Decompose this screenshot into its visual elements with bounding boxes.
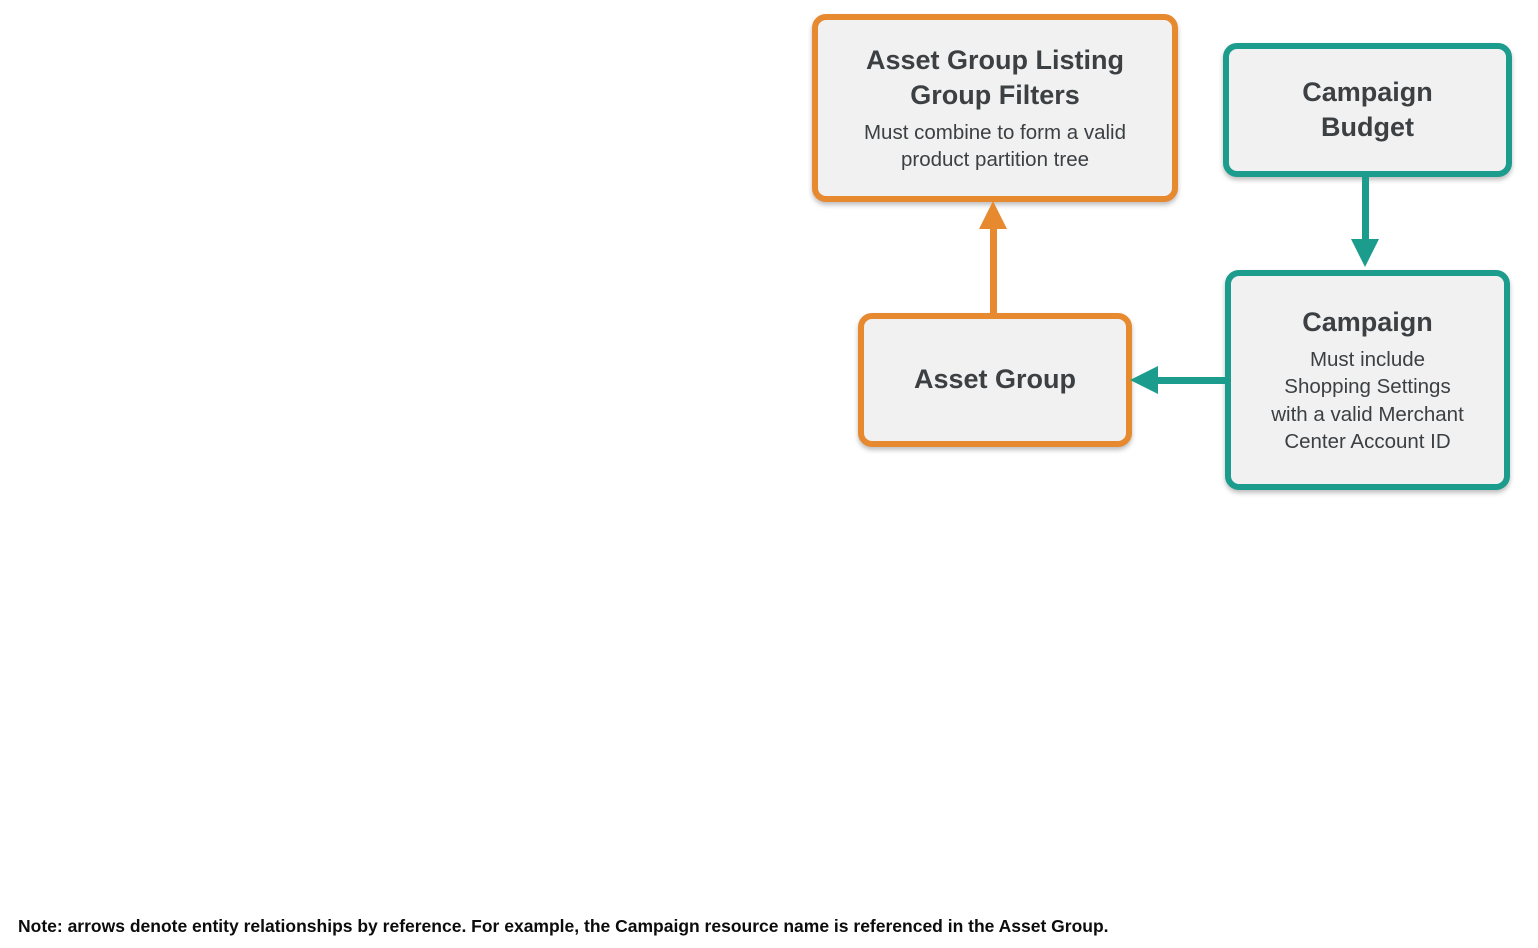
node-subtitle: Must combine to form a valid product par… bbox=[863, 120, 1127, 172]
node-asset-group-listing-group-filters: Asset Group Listing Group Filters Must c… bbox=[812, 14, 1178, 202]
arrow-campaign-to-asset-group bbox=[1158, 377, 1225, 384]
arrowhead-left-icon bbox=[1130, 366, 1158, 394]
arrow-campaign-budget-to-campaign bbox=[1362, 177, 1369, 241]
node-title: Asset Group Listing Group Filters bbox=[865, 44, 1125, 110]
arrow-asset-group-to-listing-filters bbox=[990, 226, 997, 313]
node-asset-group: Asset Group bbox=[858, 313, 1132, 447]
node-campaign-budget: Campaign Budget bbox=[1223, 43, 1512, 177]
node-subtitle: Must include Shopping Settings with a va… bbox=[1271, 348, 1464, 453]
node-title: Asset Group bbox=[913, 364, 1077, 395]
arrowhead-up-icon bbox=[979, 201, 1007, 229]
node-title: Campaign Budget bbox=[1302, 76, 1433, 142]
arrowhead-down-icon bbox=[1351, 239, 1379, 267]
node-campaign: Campaign Must include Shopping Settings … bbox=[1225, 270, 1510, 490]
node-title: Campaign bbox=[1302, 306, 1433, 337]
footnote: Note: arrows denote entity relationships… bbox=[18, 916, 1109, 936]
